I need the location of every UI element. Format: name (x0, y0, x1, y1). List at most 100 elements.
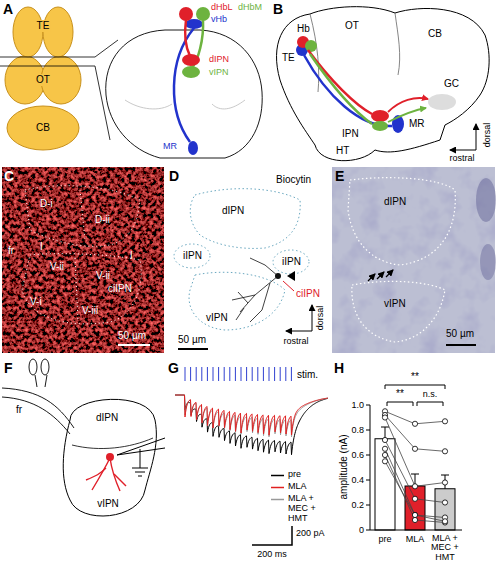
drawing-polyline (385, 415, 445, 451)
drawing-path (385, 385, 445, 389)
drawing-rect (405, 486, 425, 530)
figure-label: rostral (449, 153, 474, 163)
drawing-ellipse (480, 244, 496, 280)
drawing-ellipse (43, 7, 73, 57)
figure-label: Hb (297, 23, 310, 35)
drawing-circle (196, 7, 210, 21)
drawing-path (175, 395, 328, 435)
drawing-path (25, 186, 140, 247)
figure-label: MR (409, 118, 425, 130)
drawing-path (2, 388, 74, 428)
drawing-line (218, 367, 219, 381)
figure-label: B (273, 1, 283, 17)
figure-label: CB (35, 122, 51, 134)
drawing-path (132, 449, 148, 476)
figure-label: dHbL (211, 2, 233, 12)
legend-text: pre (288, 470, 328, 480)
figure-label: vHb (211, 14, 227, 24)
drawing-ellipse (7, 106, 79, 150)
bar-chart (366, 385, 462, 530)
figure-label: pre (378, 534, 391, 544)
drawing-rect (375, 439, 395, 530)
drawing-path (446, 344, 476, 346)
drawing-path (63, 399, 156, 516)
drawing-circle (412, 496, 417, 501)
figure-label: vIPN (209, 67, 229, 77)
figure-label: vIPN (206, 312, 228, 324)
drawing-path (118, 344, 150, 346)
current-traces (175, 367, 328, 545)
drawing-path (2, 397, 70, 434)
drawing-path (80, 190, 85, 240)
figure-label: dorsal (482, 123, 492, 148)
drawing-g (185, 367, 291, 381)
figure-label: 200 ms (257, 549, 287, 559)
figure-label: vIPN (97, 498, 119, 510)
drawing-ellipse (174, 244, 210, 268)
drawing-path (286, 331, 312, 332)
drawing-path (476, 124, 477, 150)
figure-label: 200 pA (296, 528, 325, 538)
drawing-circle (412, 484, 417, 489)
drawing-circle (412, 517, 417, 522)
figure-label: A (3, 1, 13, 17)
figure-label: G (168, 360, 179, 376)
figure-label: fr (16, 404, 22, 416)
drawing-circle (305, 40, 317, 52)
drawing-line (285, 367, 286, 381)
drawing-line (252, 367, 253, 381)
drawing-path (178, 348, 208, 350)
drawing-path (308, 50, 372, 114)
legend-sample (271, 487, 284, 489)
drawing-line (213, 367, 214, 381)
drawing-path (86, 468, 106, 480)
figure-label: 1.0 (351, 400, 364, 410)
figure-label: TE (36, 20, 51, 32)
drawing-path (368, 274, 375, 281)
drawing-ellipse (476, 178, 496, 222)
legend-text: MLA + MEC + HMT (288, 494, 328, 524)
drawing-path (283, 281, 294, 291)
drawing-circle (412, 512, 417, 517)
recording-schematic (2, 359, 165, 516)
drawing-path (117, 438, 165, 455)
drawing-polyline (385, 440, 445, 503)
fluorescence-image (2, 167, 164, 353)
figure-label: stim. (297, 369, 318, 381)
figure-label: E (335, 168, 344, 184)
drawing-circle (382, 446, 387, 451)
figure-label: F (4, 360, 13, 376)
drawing-path (236, 308, 244, 320)
drawing-line (196, 367, 197, 381)
drawing-path (190, 189, 300, 249)
drawing-ellipse (182, 54, 200, 66)
drawing-line (263, 367, 264, 381)
brain-sagittal-view (277, 7, 490, 161)
drawing-ellipse (428, 94, 456, 110)
drawing-circle (382, 415, 387, 420)
biocytin-reconstruction (174, 189, 312, 349)
figure-label: 0.6 (351, 450, 364, 460)
figure-label: OT (35, 74, 51, 86)
drawing-circle (412, 421, 417, 426)
figure-label: 50 µm (118, 330, 146, 342)
figure-label: OT (345, 20, 359, 32)
figure-label: iIPN (183, 250, 202, 262)
drawing-circle (442, 419, 447, 424)
figure-label: MLA (406, 534, 425, 544)
drawing-path (35, 375, 47, 387)
drawing-rect (332, 167, 495, 353)
drawing-path (417, 402, 443, 406)
drawing-path (395, 13, 400, 75)
drawing-polyline (385, 418, 445, 487)
drawing-path (386, 270, 393, 277)
drawing-polyline (385, 449, 445, 518)
figure-label: fr (8, 245, 14, 257)
drawing-line (190, 367, 191, 381)
drawing-line (269, 367, 270, 381)
drawing-path (277, 7, 490, 161)
figure-label: D (169, 168, 179, 184)
legend-sample (271, 499, 284, 501)
figure-label: C (4, 168, 14, 184)
